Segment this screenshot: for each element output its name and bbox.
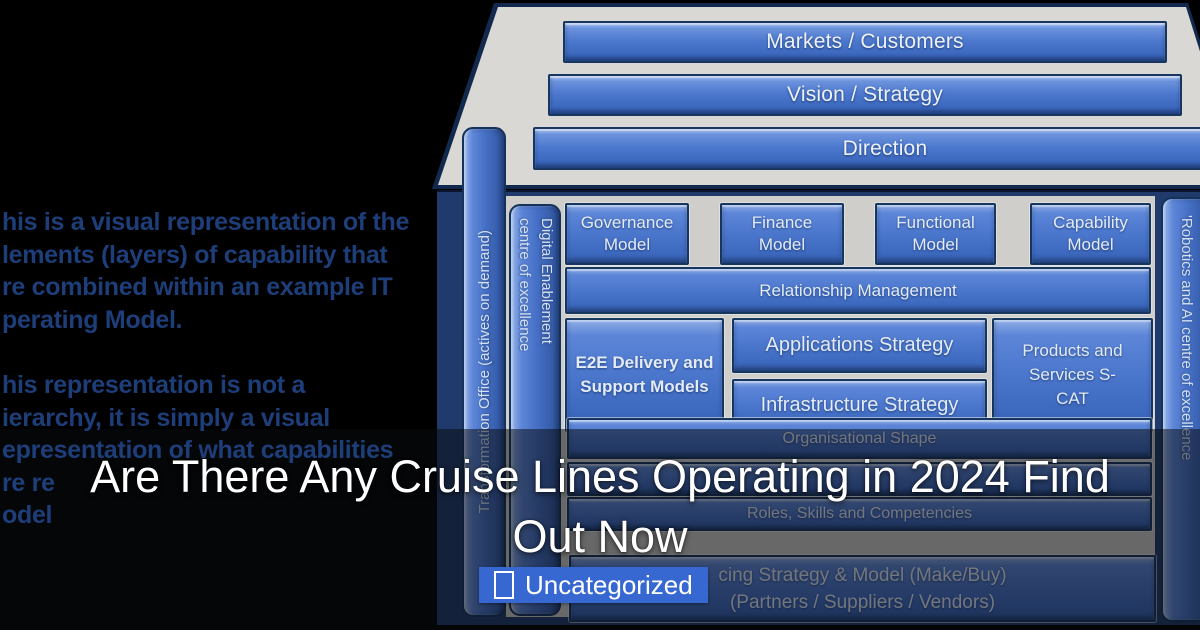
roof-bar-markets-customers: Markets / Customers bbox=[563, 21, 1167, 63]
e2e-delivery-label: E2E Delivery and Support Models bbox=[575, 353, 714, 396]
paragraph2-line1: his representation is not a bbox=[2, 371, 306, 399]
functional-model-label: Functional Model bbox=[896, 213, 975, 254]
post-title: Are There Any Cruise Lines Operating in … bbox=[0, 447, 1200, 567]
box-governance-model: Governance Model bbox=[565, 203, 689, 265]
paragraph2-line5: odel bbox=[2, 501, 53, 529]
box-capability-model: Capability Model bbox=[1030, 203, 1151, 265]
products-services-label: Products and Services S-CAT bbox=[1022, 341, 1123, 408]
post-title-line1: Are There Any Cruise Lines Operating in … bbox=[90, 451, 1110, 502]
intro-paragraph-2: his representation is not a ierarchy, it… bbox=[2, 369, 394, 532]
box-products-services: Products and Services S-CAT bbox=[992, 318, 1153, 432]
category-badge[interactable]: Uncategorized bbox=[479, 567, 708, 603]
digital-enablement-label-line1: Digital Enablement bbox=[538, 218, 555, 344]
box-finance-model: Finance Model bbox=[720, 203, 844, 265]
paragraph2-line4: re re bbox=[2, 468, 55, 497]
finance-model-label: Finance Model bbox=[751, 213, 813, 254]
box-functional-model: Functional Model bbox=[875, 203, 996, 265]
paragraph1-line2: lements (layers) of capability that bbox=[2, 240, 388, 269]
governance-model-label: Governance Model bbox=[580, 213, 674, 254]
box-e2e-delivery: E2E Delivery and Support Models bbox=[565, 318, 724, 432]
paragraph2-line3: epresentation of what capabilities bbox=[2, 436, 394, 464]
roof-bar-direction: Direction bbox=[533, 127, 1200, 170]
roof-bar-vision-strategy: Vision / Strategy bbox=[548, 74, 1182, 116]
paragraph1-line4: perating Model. bbox=[2, 305, 183, 334]
paragraph1-line1: his is a visual representation of the bbox=[2, 208, 410, 236]
category-badge-label: Uncategorized bbox=[525, 569, 693, 600]
digital-enablement-label-line2: centre of excellence bbox=[516, 218, 533, 352]
robotics-ai-label: 'Robotics and AI centre of excellence bbox=[1178, 215, 1195, 461]
paragraph1-line3: re combined within an example IT bbox=[2, 273, 393, 301]
capability-model-label: Capability Model bbox=[1053, 213, 1128, 254]
box-applications-strategy: Applications Strategy bbox=[732, 318, 987, 373]
post-title-line2: Out Now bbox=[512, 511, 688, 562]
box-relationship-management: Relationship Management bbox=[565, 267, 1151, 314]
intro-paragraph-1: his is a visual representation of the le… bbox=[2, 206, 409, 336]
category-folder-icon bbox=[494, 571, 514, 599]
paragraph2-line2: ierarchy, it is simply a visual bbox=[2, 403, 330, 432]
